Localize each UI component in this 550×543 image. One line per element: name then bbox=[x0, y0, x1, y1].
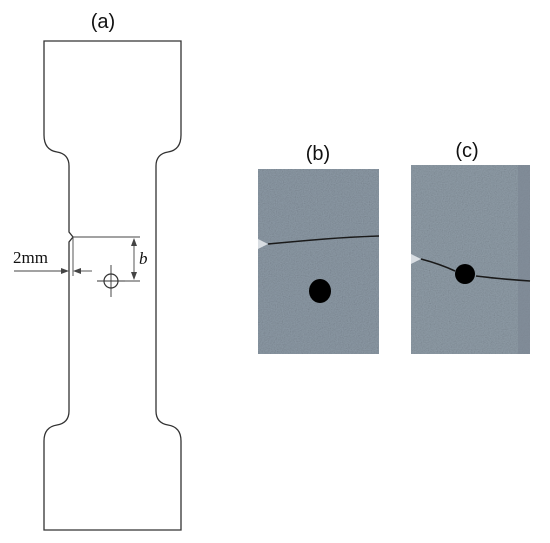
b-arrow-top bbox=[131, 238, 137, 246]
panel-c: (c) bbox=[411, 140, 531, 354]
notch-c bbox=[411, 254, 421, 264]
crack-b bbox=[267, 235, 380, 245]
b-arrow-bottom bbox=[131, 272, 137, 280]
photo-c-edge bbox=[518, 165, 530, 354]
hole-b bbox=[309, 279, 331, 303]
photo-c bbox=[411, 165, 530, 354]
specimen-outline bbox=[43, 40, 182, 531]
hole-c bbox=[455, 264, 475, 284]
crack-c-right bbox=[475, 275, 531, 282]
panel-c-label: (c) bbox=[455, 140, 478, 162]
photo-b bbox=[258, 169, 379, 354]
panel-a: (a) b 2mm bbox=[13, 11, 182, 531]
offset-arrow-left bbox=[61, 268, 69, 274]
b-label: b bbox=[139, 249, 148, 268]
offset-label: 2mm bbox=[13, 248, 48, 267]
crack-c bbox=[420, 258, 456, 272]
panel-b-label: (b) bbox=[306, 143, 330, 165]
notch-b bbox=[258, 239, 268, 249]
offset-arrow-right bbox=[73, 268, 81, 274]
panel-b: (b) bbox=[258, 143, 380, 354]
panel-a-label: (a) bbox=[91, 11, 115, 33]
